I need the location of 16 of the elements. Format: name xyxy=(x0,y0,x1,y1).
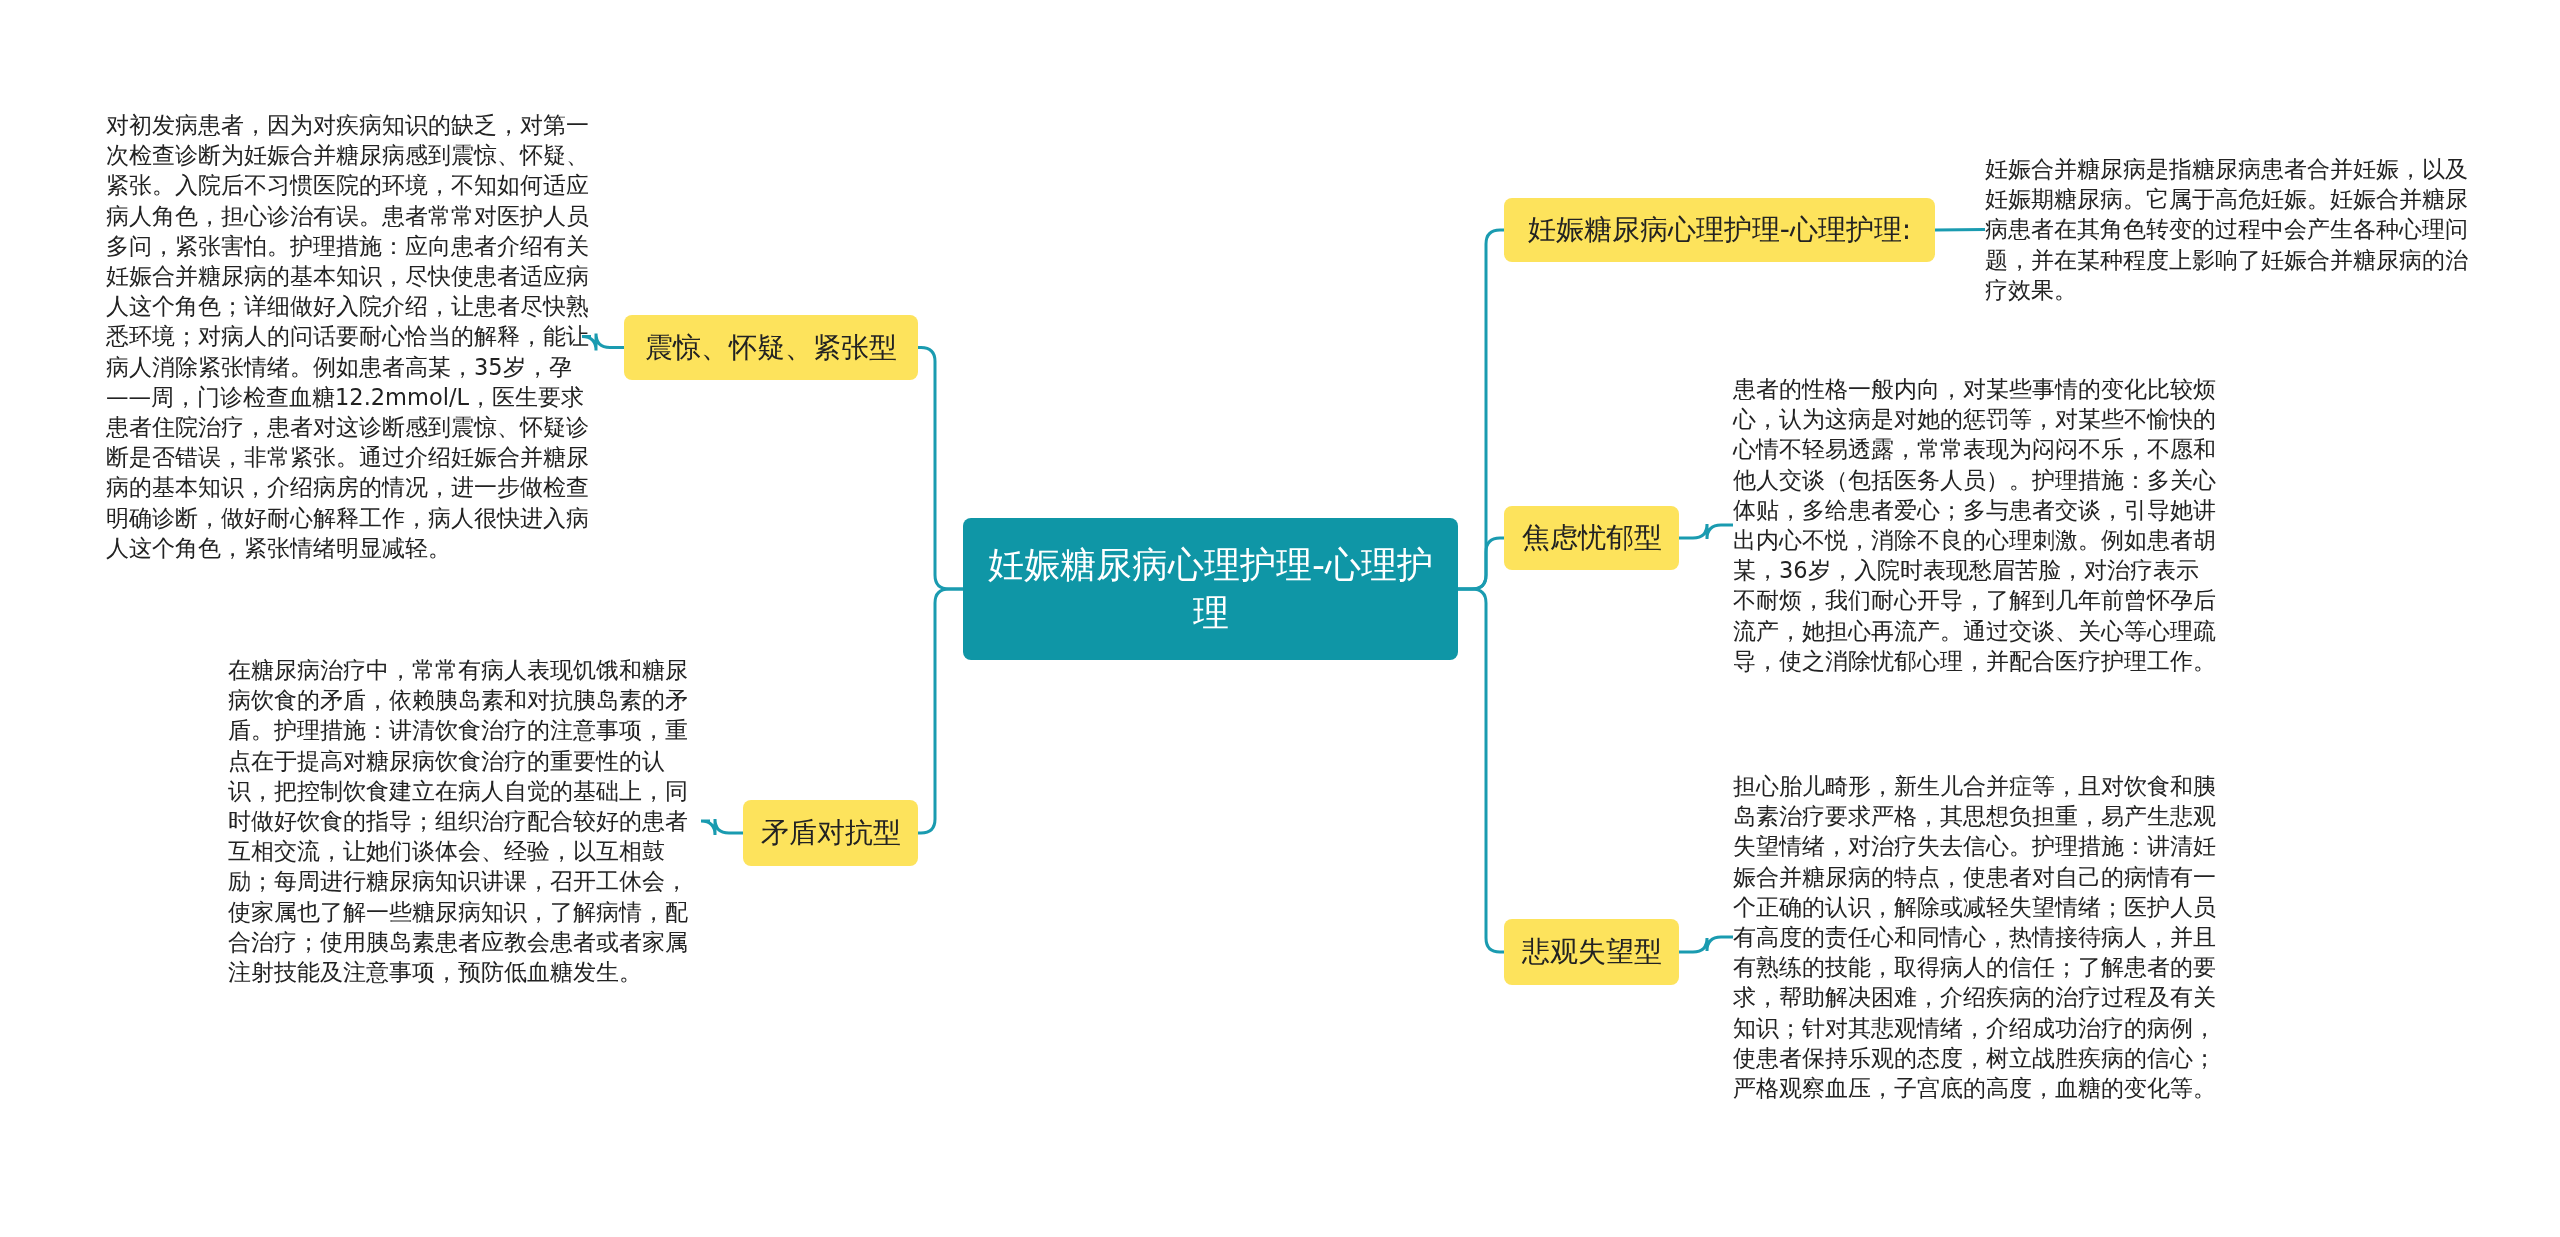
note-text: 担心胎儿畸形，新生儿合并症等，且对饮食和胰岛素治疗要求严格，其思想负担重，易产生悲观失望情绪，对治疗失去信心。护理措施：讲清妊娠合并糖尿病的特点，使患者对自己的病情有一个正确的认识，解除或减轻失望情绪；医护人员有高度的责任心和同情心，热情接待病人，并且有熟练的技能，取得病人的信任；了解患者的要求，帮助解决困难，介绍疾病的治疗过程及有关知识；针对其悲观情绪，介绍成功治疗的病例，使患者保持乐观的态度，树立战胜疾病的信心；严格观察血压，子宫底的高度，血糖的变化等。 xyxy=(1733,771,2218,1104)
topic-box: 悲观失望型 xyxy=(1504,919,1679,985)
note-text: 对初发病患者，因为对疾病知识的缺乏，对第一次检查诊断为妊娠合并糖尿病感到震惊、怀疑、紧张。入院后不习惯医院的环境，不知如何适应病人角色，担心诊治有误。患者常常对医护人员多问，紧张害怕。护理措施：应向患者介绍有关妊娠合并糖尿病的基本知识，尽快使患者适应病人这个角色；详细做好入院介绍，让患者尽快熟悉环境；对病人的问话要耐心恰当的解释，能让病人消除紧张情绪。例如患者高某，35岁，孕——周，门诊检查血糖12.2mmol/L，医生要求患者住院治疗，患者对这诊断感到震惊、怀疑诊断是否错误，非常紧张。通过介绍妊娠合并糖尿病的基本知识，介绍病房的情况，进一步做检查明确诊断，做好耐心解释工作，病人很快进入病人这个角色，紧张情绪明显减轻。 xyxy=(106,110,591,564)
connector-line xyxy=(1679,522,1733,541)
connector-line xyxy=(1679,935,1733,954)
connector-line xyxy=(1935,228,1985,232)
topic-box: 震惊、怀疑、紧张型 xyxy=(624,315,918,380)
connector-line xyxy=(580,332,624,352)
connector-line xyxy=(699,817,743,837)
topic-box: 焦虑忧郁型 xyxy=(1504,506,1679,570)
topic-box: 矛盾对抗型 xyxy=(743,800,918,866)
note-text: 妊娠合并糖尿病是指糖尿病患者合并妊娠，以及妊娠期糖尿病。它属于高危妊娠。妊娠合并糖尿病患者在其角色转变的过程中会产生各种心理问题，并在某种程度上影响了妊娠合并糖尿病的治疗效果。 xyxy=(1985,154,2470,305)
note-text: 在糖尿病治疗中，常常有病人表现饥饿和糖尿病饮食的矛盾，依赖胰岛素和对抗胰岛素的矛盾。护理措施：讲清饮食治疗的注意事项，重点在于提高对糖尿病饮食治疗的重要性的认识，把控制饮食建立在病人自觉的基础上，同时做好饮食的指导；组织治疗配合较好的患者互相交流，让她们谈体会、经验，以互相鼓励；每周进行糖尿病知识讲课，召开工休会，使家属也了解一些糖尿病知识，了解病情，配合治疗；使用胰岛素患者应教会患者或者家属注射技能及注意事项，预防低血糖发生。 xyxy=(228,655,710,988)
topic-box: 妊娠糖尿病心理护理-心理护理: xyxy=(1504,198,1935,262)
central-topic-box: 妊娠糖尿病心理护理-心理护理 xyxy=(963,518,1458,660)
note-text: 患者的性格一般内向，对某些事情的变化比较烦心，认为这病是对她的惩罚等，对某些不愉快的心情不轻易透露，常常表现为闷闷不乐，不愿和他人交谈（包括医务人员）。护理措施：多关心体贴，多给患者爱心；多与患者交谈，引导她讲出内心不悦，消除不良的心理刺激。例如患者胡某，36岁，入院时表现愁眉苦脸，对治疗表示不耐烦，我们耐心开导，了解到几年前曾怀孕后流产，她担心再流产。通过交谈、关心等心理疏导，使之消除忧郁心理，并配合医疗护理工作。 xyxy=(1733,374,2218,677)
